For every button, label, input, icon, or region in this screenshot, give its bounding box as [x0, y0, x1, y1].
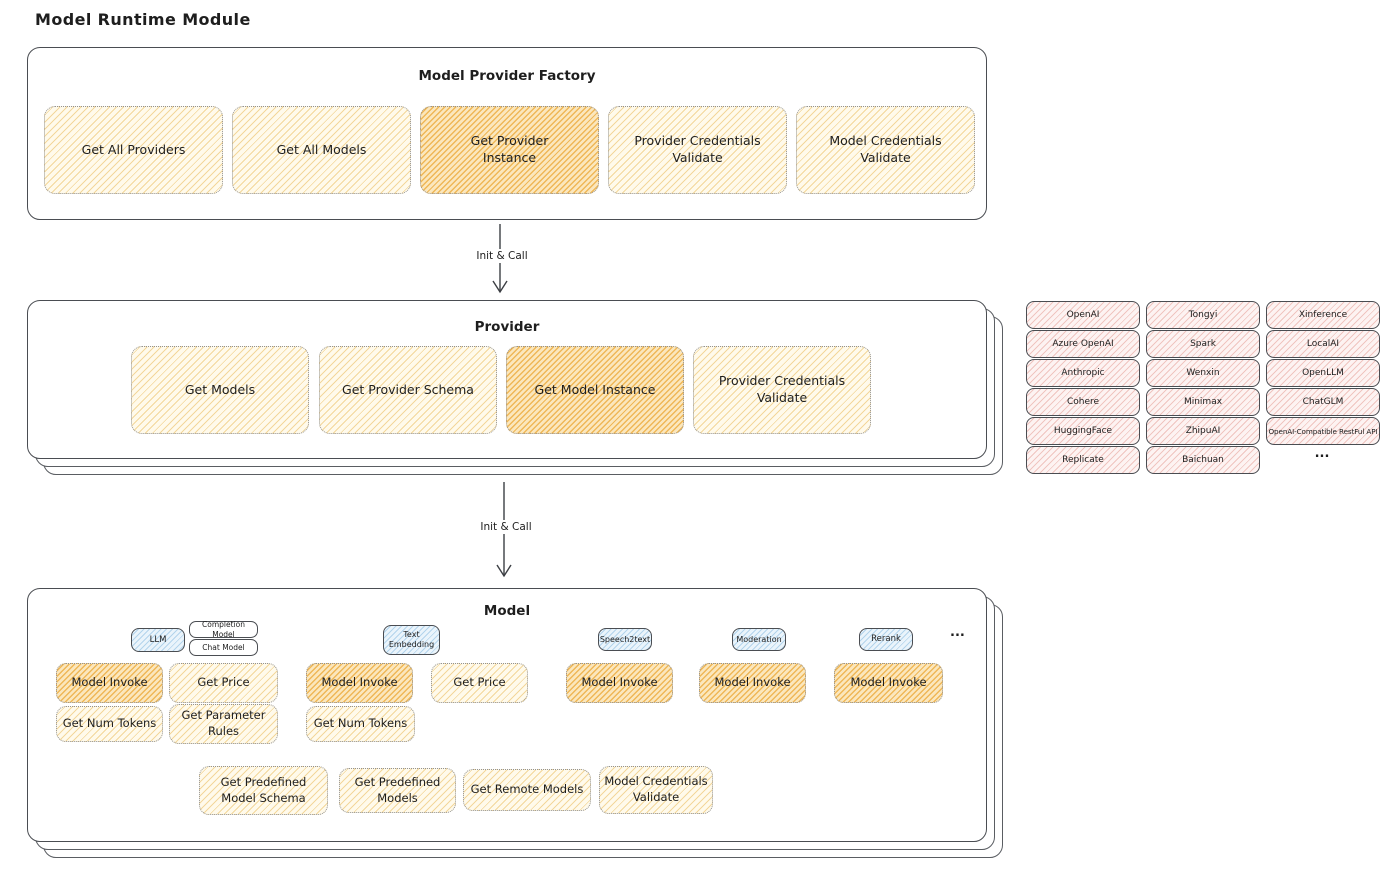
provider-credentials-validate-label-2: Provider Credentials Validate — [718, 373, 846, 405]
provider-chip-openllm: OpenLLM — [1266, 359, 1380, 387]
init-call-label-2: Init & Call — [472, 520, 540, 534]
provider-chip-replicate: Replicate — [1026, 446, 1140, 474]
get-all-models-box: Get All Models — [232, 106, 411, 194]
speech2text-model-invoke-box: Model Invoke — [566, 663, 673, 703]
get-all-models-label: Get All Models — [276, 141, 367, 157]
llm-get-num-tokens-label: Get Num Tokens — [62, 716, 157, 731]
provider-chip-tongyi: Tongyi — [1146, 301, 1260, 329]
embedding-model-invoke-label: Model Invoke — [321, 675, 398, 690]
provider-chip-localai: LocalAI — [1266, 330, 1380, 358]
factory-panel-title: Model Provider Factory — [418, 68, 596, 84]
rerank-model-invoke-label: Model Invoke — [850, 675, 927, 690]
moderation-model-invoke-box: Model Invoke — [699, 663, 806, 703]
get-models-box: Get Models — [131, 346, 309, 434]
get-remote-models-label: Get Remote Models — [470, 782, 584, 797]
get-predefined-models-label: Get Predefined Models — [354, 774, 441, 805]
tag-llm: LLM — [131, 628, 185, 652]
llm-get-num-tokens-box: Get Num Tokens — [56, 706, 163, 742]
rerank-model-invoke-box: Model Invoke — [834, 663, 943, 703]
tag-rerank: Rerank — [859, 628, 913, 651]
tag-moderation: Moderation — [732, 628, 786, 651]
provider-chip-spark: Spark — [1146, 330, 1260, 358]
page-title: Model Runtime Module — [35, 10, 251, 29]
provider-chip-azure-openai: Azure OpenAI — [1026, 330, 1140, 358]
get-predefined-model-schema-box: Get Predefined Model Schema — [199, 766, 328, 815]
model-panel: Model LLM Completion Model Chat Model Te… — [27, 588, 987, 842]
llm-model-invoke-label: Model Invoke — [71, 675, 148, 690]
llm-get-parameter-rules-label: Get Parameter Rules — [181, 708, 266, 738]
provider-chip-minimax: Minimax — [1146, 388, 1260, 416]
model-credentials-validate-label: Model Credentials Validate — [829, 133, 942, 165]
get-all-providers-box: Get All Providers — [44, 106, 223, 194]
embedding-get-num-tokens-label: Get Num Tokens — [313, 716, 408, 731]
provider-chip-baichuan: Baichuan — [1146, 446, 1260, 474]
tag-chat-model: Chat Model — [189, 639, 258, 656]
get-model-instance-box: Get Model Instance — [506, 346, 684, 434]
get-models-label: Get Models — [184, 381, 256, 397]
speech2text-model-invoke-label: Model Invoke — [581, 675, 658, 690]
provider-chip-cohere: Cohere — [1026, 388, 1140, 416]
embedding-get-price-box: Get Price — [431, 663, 528, 703]
provider-panel-title: Provider — [474, 319, 540, 335]
embedding-model-invoke-box: Model Invoke — [306, 663, 413, 703]
provider-chip-zhipuai: ZhipuAI — [1146, 417, 1260, 445]
embedding-get-num-tokens-box: Get Num Tokens — [306, 706, 415, 742]
llm-get-price-label: Get Price — [197, 675, 250, 690]
model-tags-more-ellipsis: ... — [950, 625, 965, 640]
model-credentials-validate-label-2: Model Credentials Validate — [604, 774, 708, 804]
get-predefined-model-schema-label: Get Predefined Model Schema — [220, 774, 307, 805]
embedding-get-price-label: Get Price — [453, 675, 506, 690]
moderation-model-invoke-label: Model Invoke — [714, 675, 791, 690]
model-credentials-validate-box: Model Credentials Validate — [796, 106, 975, 194]
factory-panel: Model Provider Factory Get All Providers… — [27, 47, 987, 220]
provider-chip-chatglm: ChatGLM — [1266, 388, 1380, 416]
llm-model-invoke-box: Model Invoke — [56, 663, 163, 703]
providers-more-ellipsis: ... — [1314, 446, 1330, 461]
provider-chip-huggingface: HuggingFace — [1026, 417, 1140, 445]
get-predefined-models-box: Get Predefined Models — [339, 768, 456, 813]
get-remote-models-box: Get Remote Models — [463, 769, 591, 811]
llm-get-price-box: Get Price — [169, 663, 278, 703]
provider-credentials-validate-label: Provider Credentials Validate — [634, 133, 761, 165]
get-provider-instance-label: Get Provider Instance — [470, 133, 549, 165]
model-credentials-validate-box-2: Model Credentials Validate — [599, 766, 713, 814]
tag-completion-model: Completion Model — [189, 620, 258, 639]
model-panel-title: Model — [483, 603, 531, 619]
provider-credentials-validate-box: Provider Credentials Validate — [608, 106, 787, 194]
provider-chip-anthropic: Anthropic — [1026, 359, 1140, 387]
get-provider-schema-label: Get Provider Schema — [342, 381, 474, 397]
get-all-providers-label: Get All Providers — [81, 141, 186, 157]
get-provider-instance-box: Get Provider Instance — [420, 106, 599, 194]
get-model-instance-label: Get Model Instance — [534, 381, 656, 397]
tag-speech2text: Speech2text — [598, 628, 652, 651]
tag-text-embedding: Text Embedding — [383, 625, 440, 655]
provider-chip-openai: OpenAI — [1026, 301, 1140, 329]
llm-get-parameter-rules-box: Get Parameter Rules — [169, 704, 278, 744]
provider-chip-xinference: Xinference — [1266, 301, 1380, 329]
provider-credentials-validate-box-2: Provider Credentials Validate — [693, 346, 871, 434]
provider-chip-openai-compatible: OpenAI-Compatible RestFul API — [1266, 417, 1380, 445]
provider-panel: Provider Get Models Get Provider Schema … — [27, 300, 987, 459]
init-call-label-1: Init & Call — [468, 249, 536, 263]
provider-chip-wenxin: Wenxin — [1146, 359, 1260, 387]
get-provider-schema-box: Get Provider Schema — [319, 346, 497, 434]
